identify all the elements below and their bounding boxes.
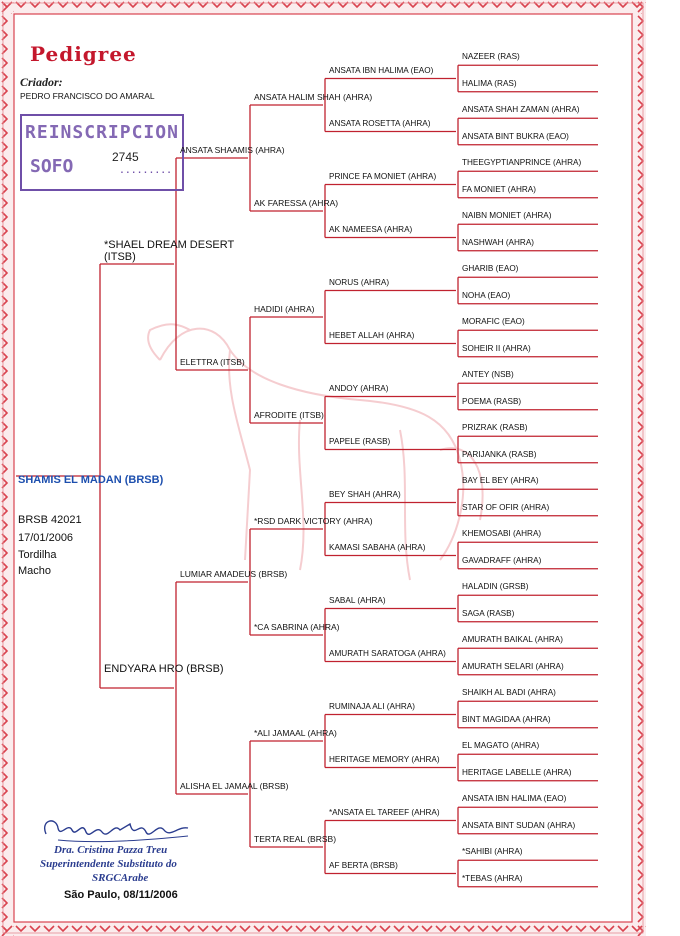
gen5-ancestor: KHEMOSABI (AHRA) xyxy=(462,529,541,538)
gen5-ancestor: POEMA (RASB) xyxy=(462,397,521,406)
breeder-label: Criador: xyxy=(20,75,63,90)
gen5-ancestor: ANTEY (NSB) xyxy=(462,370,514,379)
gen4-ancestor: SABAL (AHRA) xyxy=(329,596,386,605)
gen5-ancestor: NASHWAH (AHRA) xyxy=(462,238,534,247)
stamp-top-text: REINSCRIPCION xyxy=(22,122,182,143)
horse-color: Tordilha xyxy=(18,549,57,561)
gen5-ancestor: PARIJANKA (RASB) xyxy=(462,450,536,459)
gen3-ancestor: ANSATA HALIM SHAH (AHRA) xyxy=(254,92,372,102)
gen5-ancestor: BAY EL BEY (AHRA) xyxy=(462,476,539,485)
gen5-ancestor: SOHEIR II (AHRA) xyxy=(462,344,531,353)
signatory-organization: SRGCArabe xyxy=(92,872,148,884)
gen5-ancestor: ANSATA BINT SUDAN (AHRA) xyxy=(462,821,575,830)
gen4-ancestor: NORUS (AHRA) xyxy=(329,278,389,287)
signatory-name: Dra. Cristina Pazza Treu xyxy=(54,844,167,856)
stamp-bottom-text: SOFO xyxy=(30,156,73,177)
gen5-ancestor: STAR OF OFIR (AHRA) xyxy=(462,503,549,512)
gen5-ancestor: SHAIKH AL BADI (AHRA) xyxy=(462,688,556,697)
gen4-ancestor: ANSATA ROSETTA (AHRA) xyxy=(329,119,430,128)
gen5-ancestor: GAVADRAFF (AHRA) xyxy=(462,556,541,565)
gen5-ancestor: ANSATA SHAH ZAMAN (AHRA) xyxy=(462,105,580,114)
gen5-ancestor: *SAHIBI (AHRA) xyxy=(462,847,523,856)
gen4-ancestor: ANDOY (AHRA) xyxy=(329,384,388,393)
stamp-dots: ......... xyxy=(120,160,173,176)
gen5-ancestor: NAIBN MONIET (AHRA) xyxy=(462,211,551,220)
gen4-ancestor: KAMASI SABAHA (AHRA) xyxy=(329,543,425,552)
gen5-ancestor: HERITAGE LABELLE (AHRA) xyxy=(462,768,572,777)
gen1-ancestor: *SHAEL DREAM DESERT (ITSB) xyxy=(104,239,254,263)
gen2-ancestor: ALISHA EL JAMAAL (BRSB) xyxy=(180,781,289,791)
gen3-ancestor: HADIDI (AHRA) xyxy=(254,304,314,314)
gen2-ancestor: LUMIAR AMADEUS (BRSB) xyxy=(180,569,287,579)
gen4-ancestor: *ANSATA EL TAREEF (AHRA) xyxy=(329,808,440,817)
gen5-ancestor: ANSATA IBN HALIMA (EAO) xyxy=(462,794,566,803)
gen5-ancestor: MORAFIC (EAO) xyxy=(462,317,525,326)
gen5-ancestor: HALIMA (RAS) xyxy=(462,79,517,88)
breeder-name: PEDRO FRANCISCO DO AMARAL xyxy=(20,91,155,101)
gen1-ancestor: ENDYARA HRO (BRSB) xyxy=(104,663,254,675)
gen5-ancestor: THEEGYPTIANPRINCE (AHRA) xyxy=(462,158,581,167)
gen3-ancestor: TERTA REAL (BRSB) xyxy=(254,834,336,844)
horse-registration: BRSB 42021 xyxy=(18,514,82,526)
gen5-ancestor: SAGA (RASB) xyxy=(462,609,514,618)
gen5-ancestor: PRIZRAK (RASB) xyxy=(462,423,528,432)
gen3-ancestor: *ALI JAMAAL (AHRA) xyxy=(254,728,337,738)
gen4-ancestor: AK NAMEESA (AHRA) xyxy=(329,225,412,234)
gen2-ancestor: ANSATA SHAAMIS (AHRA) xyxy=(180,145,285,155)
document-title: Pedigree xyxy=(30,42,137,66)
gen5-ancestor: NOHA (EAO) xyxy=(462,291,510,300)
gen4-ancestor: ANSATA IBN HALIMA (EAO) xyxy=(329,66,433,75)
gen5-ancestor: EL MAGATO (AHRA) xyxy=(462,741,539,750)
signatory-role: Superintendente Substituto do xyxy=(40,858,177,870)
gen3-ancestor: *RSD DARK VICTORY (AHRA) xyxy=(254,516,373,526)
gen5-ancestor: GHARIB (EAO) xyxy=(462,264,518,273)
gen3-ancestor: AFRODITE (ITSB) xyxy=(254,410,324,420)
horse-birth-date: 17/01/2006 xyxy=(18,532,73,544)
gen4-ancestor: AF BERTA (BRSB) xyxy=(329,861,398,870)
gen5-ancestor: NAZEER (RAS) xyxy=(462,52,520,61)
gen5-ancestor: AMURATH SELARI (AHRA) xyxy=(462,662,564,671)
gen3-ancestor: AK FARESSA (AHRA) xyxy=(254,198,338,208)
gen4-ancestor: AMURATH SARATOGA (AHRA) xyxy=(329,649,446,658)
gen5-ancestor: HALADIN (GRSB) xyxy=(462,582,528,591)
gen5-ancestor: ANSATA BINT BUKRA (EAO) xyxy=(462,132,569,141)
place-and-date: São Paulo, 08/11/2006 xyxy=(64,889,178,901)
horse-name: SHAMIS EL MADAN (BRSB) xyxy=(18,474,163,486)
gen4-ancestor: HEBET ALLAH (AHRA) xyxy=(329,331,414,340)
gen5-ancestor: AMURATH BAIKAL (AHRA) xyxy=(462,635,563,644)
gen4-ancestor: PRINCE FA MONIET (AHRA) xyxy=(329,172,436,181)
gen5-ancestor: BINT MAGIDAA (AHRA) xyxy=(462,715,551,724)
gen2-ancestor: ELETTRA (ITSB) xyxy=(180,357,245,367)
gen4-ancestor: RUMINAJA ALI (AHRA) xyxy=(329,702,415,711)
gen5-ancestor: FA MONIET (AHRA) xyxy=(462,185,536,194)
horse-sex: Macho xyxy=(18,565,51,577)
gen4-ancestor: HERITAGE MEMORY (AHRA) xyxy=(329,755,440,764)
reinscription-stamp: REINSCRIPCION SOFO 2745 ......... xyxy=(20,114,184,191)
gen3-ancestor: *CA SABRINA (AHRA) xyxy=(254,622,340,632)
gen4-ancestor: PAPELE (RASB) xyxy=(329,437,390,446)
gen4-ancestor: BEY SHAH (AHRA) xyxy=(329,490,401,499)
gen5-ancestor: *TEBAS (AHRA) xyxy=(462,874,523,883)
